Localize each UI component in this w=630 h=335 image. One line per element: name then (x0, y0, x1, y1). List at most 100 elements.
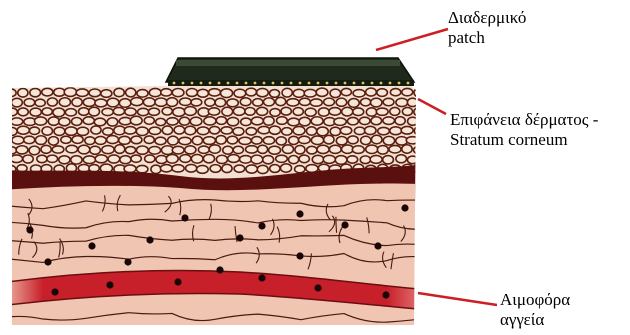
corneum-cell (318, 108, 329, 116)
corneum-cell (245, 108, 255, 116)
corneum-cell (151, 165, 161, 174)
corneum-cell (253, 99, 263, 106)
corneum-cell (72, 136, 83, 144)
corneum-cell (54, 88, 65, 96)
patch-dot (218, 82, 221, 85)
corneum-cell (366, 108, 376, 116)
corneum-cell (168, 136, 179, 145)
corneum-cell (18, 88, 28, 97)
corneum-cell (276, 97, 286, 105)
corneum-cell (277, 117, 288, 125)
corneum-cell (17, 126, 29, 134)
corneum-cell (107, 98, 119, 107)
corneum-cell (29, 127, 39, 134)
corneum-cell (353, 90, 365, 97)
corneum-cell (203, 154, 214, 162)
skin-surface-label: Επιφάνεια δέρματος - Stratum corneum (450, 110, 598, 150)
surface-pointer-line (418, 99, 446, 114)
corneum-cell (42, 88, 53, 96)
patch-dot (236, 82, 239, 85)
corneum-cell (263, 137, 274, 144)
corneum-cell (317, 127, 329, 136)
vessels-pointer-line (418, 293, 497, 305)
patch-dot (380, 82, 383, 85)
corneum-cell (228, 155, 240, 163)
nucleus-dot (88, 242, 95, 249)
corneum-cell (113, 107, 124, 115)
corneum-cell (366, 145, 378, 153)
nucleus-dot (26, 226, 33, 233)
corneum-cell (107, 118, 118, 126)
patch-dot (326, 82, 329, 85)
corneum-cell (340, 127, 351, 135)
corneum-cell (216, 136, 226, 145)
corneum-cell (270, 109, 280, 117)
corneum-cell (383, 117, 395, 124)
corneum-cell (402, 145, 412, 154)
corneum-cell (311, 136, 323, 145)
corneum-cell (246, 88, 257, 96)
corneum-cell (299, 117, 310, 126)
corneum-cell (83, 156, 95, 164)
corneum-cell (35, 117, 47, 125)
corneum-cell (42, 108, 52, 115)
corneum-cell (149, 88, 161, 96)
blood-vessels-label: Αιμοφόρα αγγεία (500, 290, 570, 330)
corneum-cell (185, 126, 196, 135)
corneum-cell (371, 135, 382, 144)
corneum-cell (143, 98, 155, 106)
corneum-cell (172, 146, 184, 154)
corneum-cell (365, 126, 377, 134)
corneum-cell (11, 155, 23, 163)
corneum-cell (131, 98, 143, 106)
corneum-cell (282, 128, 292, 135)
corneum-cell (173, 108, 185, 117)
corneum-cell (59, 156, 70, 164)
corneum-cell (401, 126, 413, 134)
corneum-cell (330, 89, 341, 98)
corneum-cell (90, 146, 101, 154)
corneum-cell (289, 155, 299, 163)
corneum-cell (197, 127, 209, 135)
corneum-cell (83, 117, 94, 125)
corneum-cell (334, 118, 346, 125)
patch-dot (245, 82, 248, 85)
corneum-cell (377, 89, 388, 97)
corneum-cell (11, 98, 22, 107)
nucleus-dot (314, 284, 321, 291)
corneum-cell (24, 99, 35, 107)
corneum-cell (180, 98, 192, 105)
corneum-cell (137, 90, 148, 98)
corneum-cell (307, 146, 317, 154)
corneum-cell (83, 98, 95, 106)
patch-dot (227, 82, 230, 85)
corneum-cell (311, 117, 323, 125)
corneum-cell (7, 108, 18, 116)
corneum-cell (209, 145, 220, 154)
corneum-cell (186, 164, 197, 172)
corneum-cell (289, 136, 299, 144)
corneum-cell (336, 137, 347, 145)
corneum-cell (269, 126, 280, 134)
corneum-cell (241, 118, 252, 125)
corneum-cell (166, 154, 178, 163)
patch-label: Διαδερμικό patch (448, 8, 526, 48)
corneum-cell (23, 155, 33, 163)
nucleus-dot (181, 214, 188, 221)
corneum-cell (383, 136, 394, 145)
corneum-cell (156, 155, 167, 163)
corneum-cell (138, 108, 149, 115)
corneum-cell (124, 165, 136, 173)
corneum-cell (257, 107, 268, 115)
corneum-cell (299, 155, 309, 163)
corneum-cell (148, 108, 159, 115)
nucleus-dot (258, 222, 265, 229)
corneum-cell (295, 166, 305, 173)
corneum-cell (125, 147, 135, 154)
patch-dot (398, 82, 401, 85)
corneum-cell (167, 118, 178, 125)
corneum-cell (16, 146, 28, 154)
corneum-cell (54, 127, 65, 135)
corneum-cell (354, 127, 365, 134)
corneum-cell (222, 164, 232, 172)
